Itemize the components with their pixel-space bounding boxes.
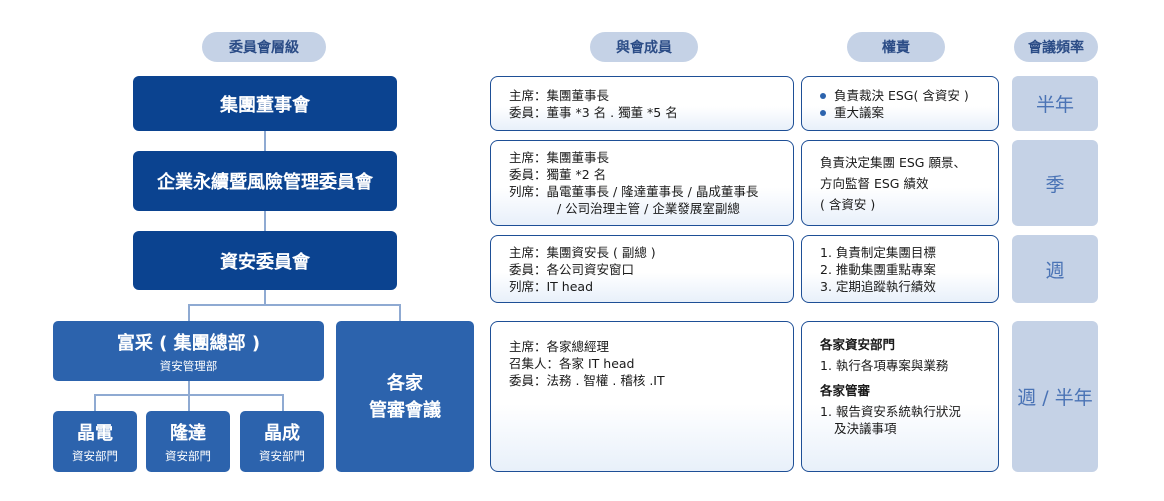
member-line: 主席：集團董事長 [509, 150, 610, 165]
local-review-meeting-label: 各家 管審會議 [369, 372, 441, 421]
longda-box: 隆達 資安部門 [146, 411, 230, 472]
duty-line: 2. 推動集團重點專案 [820, 261, 936, 277]
connector-sustainability-security [264, 211, 266, 231]
duty-heading-review: 各家管審 [820, 383, 871, 398]
local-review-meeting-box: 各家 管審會議 [336, 321, 474, 472]
duty-line: 3. 定期追蹤執行績效 [820, 278, 936, 294]
member-line: 委員：法務 . 智權 . 稽核 .IT [509, 373, 665, 388]
duty-line: 方向監督 ESG 績效 [820, 175, 929, 191]
member-line: 委員：董事 *3 名 . 獨董 *5 名 [509, 104, 678, 120]
fucai-hq-box: 富采 ( 集團總部 ) 資安管理部 [53, 321, 324, 381]
jingcheng-label: 晶成 [264, 423, 300, 444]
board-label: 集團董事會 [220, 94, 310, 116]
duty-line: ( 含資安 ) [820, 196, 876, 212]
member-line: 召集人：各家 IT head [509, 356, 635, 371]
jingdian-label: 晶電 [77, 423, 113, 444]
duty-line: 1. 報告資安系統執行狀況 [820, 404, 961, 419]
security-committee-label: 資安委員會 [220, 251, 310, 273]
duty-line: 及決議事項 [834, 421, 897, 436]
connector-to-jingdian [94, 394, 96, 411]
duties-card-security: 1. 負責制定集團目標 2. 推動集團重點專案 3. 定期追蹤執行績效 [801, 235, 999, 303]
duty-heading-security-dept: 各家資安部門 [820, 337, 896, 352]
header-duties: 權責 [847, 32, 945, 62]
jingdian-box: 晶電 資安部門 [53, 411, 137, 472]
fucai-hq-subtitle: 資安管理部 [159, 358, 218, 373]
member-line: / 公司治理主管 / 企業發展室副總 [557, 201, 740, 216]
duty-item: 負責裁決 ESG( 含資安 ) [820, 87, 988, 104]
connector-fucai-down [188, 381, 190, 395]
duty-line: 負責決定集團 ESG 願景、 [820, 154, 966, 170]
member-line: 主席：集團資安長 ( 副總 ) [509, 244, 656, 260]
duties-card-local: 各家資安部門 1. 執行各項專案與業務 各家管審 1. 報告資安系統執行狀況 及… [801, 321, 999, 472]
member-line: 委員：各公司資安窗口 [509, 261, 635, 277]
header-committee-level: 委員會層級 [202, 32, 326, 62]
connector-security-down [264, 290, 266, 305]
duties-card-sustainability: 負責決定集團 ESG 願景、 方向監督 ESG 績效 ( 含資安 ) [801, 140, 999, 226]
connector-horizontal-top [188, 304, 401, 306]
member-line: 委員：獨董 *2 名 [509, 167, 607, 182]
frequency-security: 週 [1012, 235, 1098, 303]
sustainability-committee-label: 企業永續暨風險管理委員會 [157, 172, 373, 193]
member-line: 主席：各家總經理 [509, 339, 610, 354]
frequency-board: 半年 [1012, 76, 1098, 131]
fucai-hq-title: 富采 ( 集團總部 ) [116, 332, 261, 354]
frequency-sustainability: 季 [1012, 140, 1098, 226]
members-card-board: 主席：集團董事長 委員：董事 *3 名 . 獨董 *5 名 [490, 76, 794, 131]
duty-item: 重大議案 [820, 104, 988, 121]
connector-to-jingcheng [282, 394, 284, 411]
members-card-local: 主席：各家總經理 召集人：各家 IT head 委員：法務 . 智權 . 稽核 … [490, 321, 794, 472]
longda-sub-label: 資安部門 [165, 449, 211, 463]
duties-list: 負責裁決 ESG( 含資安 ) 重大議案 [820, 87, 988, 121]
header-frequency: 會議頻率 [1014, 32, 1098, 62]
connector-to-local [399, 304, 401, 321]
jingdian-sub-label: 資安部門 [72, 449, 118, 463]
duty-line: 1. 負責制定集團目標 [820, 244, 936, 260]
connector-to-fucai [188, 304, 190, 321]
duties-card-board: 負責裁決 ESG( 含資安 ) 重大議案 [801, 76, 999, 131]
jingcheng-sub-label: 資安部門 [259, 449, 305, 463]
header-members: 與會成員 [590, 32, 698, 62]
members-card-security: 主席：集團資安長 ( 副總 ) 委員：各公司資安窗口 列席：IT head [490, 235, 794, 303]
longda-label: 隆達 [170, 423, 206, 444]
security-committee-box: 資安委員會 [133, 231, 397, 290]
member-line: 列席：晶電董事長 / 隆達董事長 / 晶成董事長 [509, 184, 759, 199]
duty-line: 1. 執行各項專案與業務 [820, 358, 949, 373]
frequency-local: 週 / 半年 [1012, 321, 1098, 472]
board-box: 集團董事會 [133, 76, 397, 131]
member-line: 主席：集團董事長 [509, 87, 610, 103]
connector-to-longda [188, 394, 190, 411]
sustainability-committee-box: 企業永續暨風險管理委員會 [133, 151, 397, 211]
jingcheng-box: 晶成 資安部門 [240, 411, 324, 472]
connector-board-sustainability [264, 131, 266, 151]
member-line: 列席：IT head [509, 278, 594, 294]
members-card-sustainability: 主席：集團董事長 委員：獨董 *2 名 列席：晶電董事長 / 隆達董事長 / 晶… [490, 140, 794, 226]
